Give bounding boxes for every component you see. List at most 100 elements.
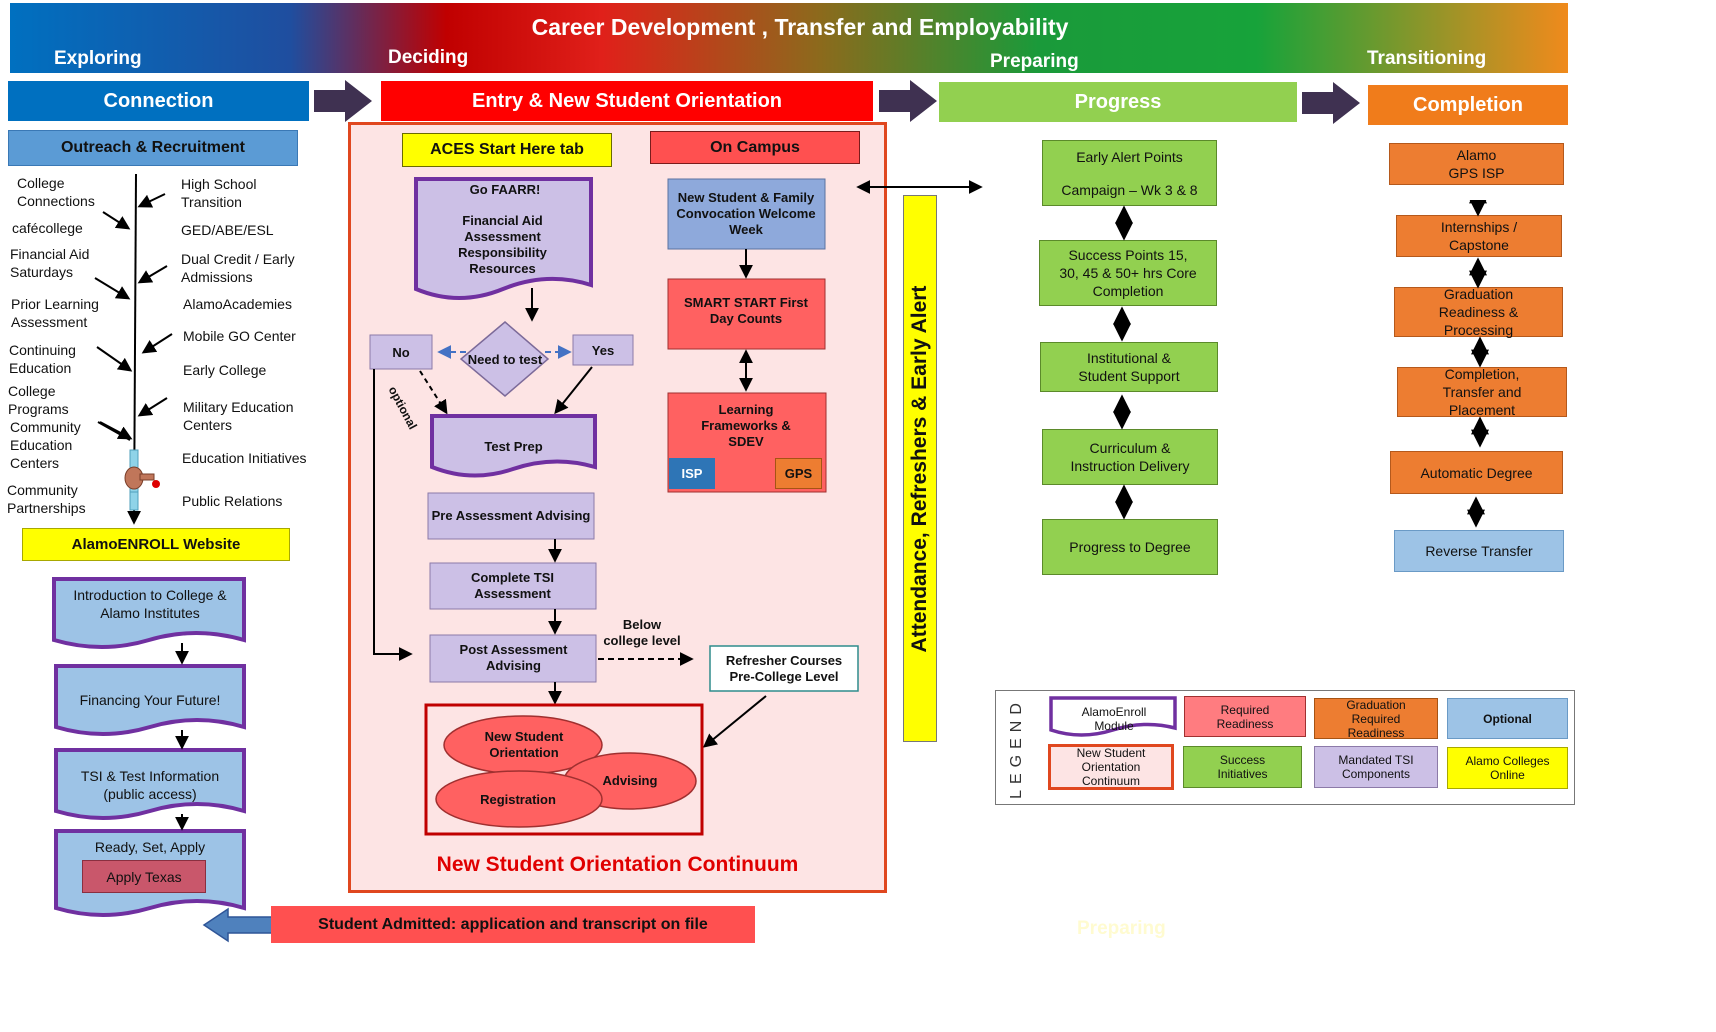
legend-tsi: Mandated TSI Components bbox=[1314, 746, 1438, 788]
phase-deciding: Deciding bbox=[388, 47, 469, 68]
stage-arrow-2 bbox=[879, 80, 937, 122]
module-doc-shape bbox=[54, 748, 246, 820]
attendance-label: Attendance, Refreshers & Early Alert bbox=[908, 285, 931, 653]
aces-start-here-tab[interactable]: ACES Start Here tab bbox=[402, 133, 612, 167]
module-ready-set-apply[interactable]: Ready, Set, Apply bbox=[94, 839, 206, 855]
optional-arrow bbox=[419, 370, 448, 415]
attendance-bar bbox=[903, 195, 937, 742]
source-financial-aid-saturdays: Financial Aid Saturdays bbox=[10, 246, 90, 280]
continuum-title: New Student Orientation Continuum bbox=[436, 853, 799, 876]
go-faarr-subtitle: Financial Aid Assessment Responsibility … bbox=[458, 213, 547, 276]
back-arrow-icon bbox=[202, 907, 277, 943]
module-financing[interactable]: Financing Your Future! bbox=[79, 692, 221, 708]
yes-label: Yes bbox=[591, 342, 615, 358]
on-campus-header: On Campus bbox=[650, 131, 860, 164]
advising-ellipse-label: Advising bbox=[602, 772, 658, 788]
feeder-arrow bbox=[97, 421, 131, 441]
completion-graduation: Graduation Readiness & Processing bbox=[1394, 286, 1563, 338]
phase-transitioning: Transitioning bbox=[1367, 48, 1487, 69]
legend-continuum: New Student Orientation Continuum bbox=[1048, 744, 1174, 790]
valve-icon bbox=[124, 449, 160, 511]
completion-reverse-transfer: Reverse Transfer bbox=[1394, 530, 1564, 572]
progress-curriculum: Curriculum & Instruction Delivery bbox=[1042, 429, 1218, 485]
feeder-arrow bbox=[137, 193, 166, 208]
test-prep-shape bbox=[430, 414, 597, 478]
stage-arrow-3 bbox=[1302, 82, 1360, 124]
stage-connection: Connection bbox=[8, 81, 309, 121]
post-assessment-box bbox=[429, 634, 597, 683]
source-prior-learning: Prior Learning Assessment bbox=[11, 296, 99, 330]
go-faarr-shape bbox=[414, 177, 593, 300]
progress-to-degree: Progress to Degree bbox=[1042, 519, 1218, 575]
feeder-arrow bbox=[94, 277, 131, 300]
feeder-arrow bbox=[96, 346, 133, 372]
legend-success: Success Initiatives bbox=[1183, 746, 1302, 788]
yes-box bbox=[572, 334, 634, 366]
pre-assessment-label: Pre Assessment Advising bbox=[431, 508, 591, 523]
source-community-partnerships: Community Partnerships bbox=[7, 482, 86, 516]
flow-arrow bbox=[702, 695, 767, 748]
below-level-label: Below college level bbox=[603, 617, 681, 648]
legend-required: Required Readiness bbox=[1184, 696, 1306, 737]
source-high-school: High School Transition bbox=[181, 176, 257, 210]
feeder-arrow bbox=[99, 421, 133, 440]
no-path bbox=[373, 369, 413, 661]
source-cafecollege: cafécollege bbox=[12, 220, 83, 236]
column-arrows bbox=[1113, 200, 1489, 528]
source-dual-credit: Dual Credit / Early Admissions bbox=[181, 251, 295, 285]
module-doc-shape bbox=[52, 577, 246, 649]
isp-badge: ISP bbox=[669, 458, 715, 489]
legend-optional: Optional bbox=[1447, 698, 1568, 739]
learning-label: Learning Frameworks & SDEV bbox=[701, 402, 791, 449]
outreach-header: Outreach & Recruitment bbox=[8, 130, 298, 166]
phase-preparing: Preparing bbox=[990, 51, 1079, 72]
source-military: Military Education Centers bbox=[183, 399, 294, 433]
module-doc-shape bbox=[54, 664, 246, 736]
early-alert-campaign: Campaign – Wk 3 & 8 bbox=[1061, 182, 1198, 198]
legend-module: AlamoEnroll Module bbox=[1081, 705, 1147, 733]
completion-alamo-gps: Alamo GPS ISP bbox=[1389, 143, 1564, 185]
stage-entry: Entry & New Student Orientation bbox=[381, 81, 873, 121]
orientation-frame bbox=[424, 703, 704, 836]
no-box bbox=[369, 334, 433, 370]
phase-exploring: Exploring bbox=[54, 48, 142, 69]
source-education-initiatives: Education Initiatives bbox=[182, 450, 307, 466]
source-public-relations: Public Relations bbox=[182, 493, 283, 509]
feeder-arrow bbox=[141, 333, 173, 354]
complete-tsi-label: Complete TSI Assessment bbox=[470, 570, 555, 601]
stage-completion: Completion bbox=[1368, 85, 1568, 125]
test-prep-label[interactable]: Test Prep bbox=[484, 438, 543, 454]
entry-flowchart bbox=[369, 177, 983, 836]
stage-arrows bbox=[314, 80, 1360, 124]
early-alert-label: Early Alert Points bbox=[1076, 149, 1183, 165]
source-early-college: Early College bbox=[183, 362, 267, 378]
feeder-arrow bbox=[102, 211, 131, 230]
complete-tsi-box bbox=[429, 562, 597, 610]
source-alamoacademies: AlamoAcademies bbox=[183, 296, 292, 312]
feeder-arrow bbox=[137, 397, 168, 417]
orientation-ellipse-label: New Student Orientation bbox=[484, 729, 564, 760]
progress-institutional-support: Institutional & Student Support bbox=[1040, 342, 1218, 392]
apply-texas-button[interactable]: Apply Texas bbox=[82, 860, 206, 893]
module-tsi-info[interactable]: TSI & Test Information (public access) bbox=[80, 768, 220, 802]
legend-online: Alamo Colleges Online bbox=[1447, 747, 1568, 789]
convocation-box bbox=[667, 178, 826, 250]
completion-transfer-placement: Completion, Transfer and Placement bbox=[1397, 366, 1567, 418]
stage-progress: Progress bbox=[939, 82, 1297, 122]
flow-arrow bbox=[554, 366, 593, 415]
source-community-education: Community Education Centers bbox=[10, 419, 81, 471]
need-to-test-label: Need to test bbox=[467, 351, 543, 367]
convocation-label: New Student & Family Convocation Welcome… bbox=[676, 190, 816, 237]
need-to-test-diamond bbox=[459, 321, 550, 397]
registration-ellipse bbox=[435, 770, 603, 828]
legend-graduation: Graduation Required Readiness bbox=[1314, 698, 1438, 740]
module-intro-college[interactable]: Introduction to College & Alamo Institut… bbox=[73, 587, 227, 621]
legend-module-swatch bbox=[1049, 696, 1177, 737]
top-banner bbox=[10, 3, 1568, 73]
alamoenroll-website[interactable]: AlamoENROLL Website bbox=[22, 528, 290, 561]
source-ged: GED/ABE/ESL bbox=[181, 222, 274, 238]
banner-title: Career Development , Transfer and Employ… bbox=[531, 13, 1069, 40]
source-continuing-education: Continuing Education bbox=[9, 342, 76, 376]
completion-automatic-degree: Automatic Degree bbox=[1390, 451, 1563, 494]
progress-early-alert bbox=[1042, 140, 1217, 206]
